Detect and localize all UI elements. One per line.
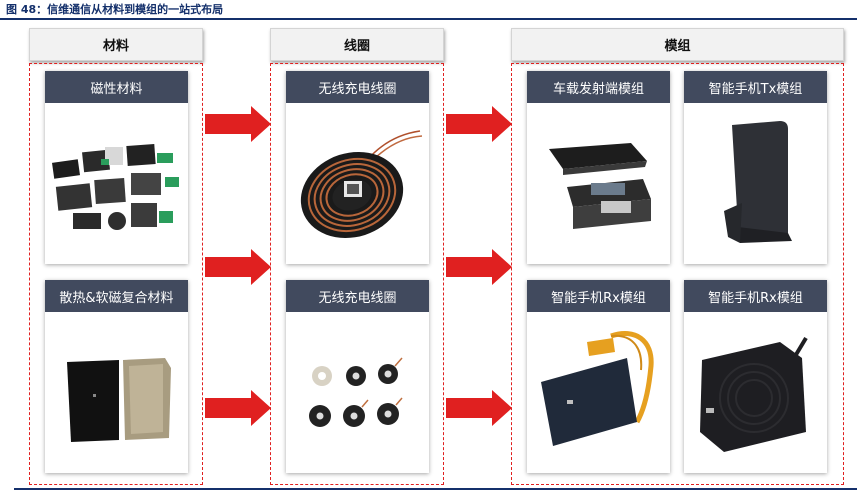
bottom-rule bbox=[14, 488, 857, 490]
card-vehicle-tx-module: 车载发射端模组 bbox=[527, 71, 670, 264]
vehicle-tx-module-image bbox=[527, 103, 670, 264]
card-label: 智能手机Rx模组 bbox=[527, 280, 670, 312]
header-modules: 模组 bbox=[511, 28, 844, 61]
arrow-materials-to-coils-bottom bbox=[205, 390, 271, 426]
arrow-coils-to-modules-bottom bbox=[446, 390, 512, 426]
card-magnetic-material: 磁性材料 bbox=[45, 71, 188, 264]
top-rule bbox=[0, 18, 857, 20]
card-label: 智能手机Rx模组 bbox=[684, 280, 827, 312]
arrow-coils-to-modules-top bbox=[446, 106, 512, 142]
arrow-coils-to-modules-middle bbox=[446, 249, 512, 285]
card-heat-soft-magnetic-material: 散热&软磁复合材料 bbox=[45, 280, 188, 473]
card-phone-rx-module-1: 智能手机Rx模组 bbox=[527, 280, 670, 473]
magnetic-sheets-image bbox=[45, 103, 188, 264]
card-wireless-coil-2: 无线充电线圈 bbox=[286, 280, 429, 473]
card-label: 磁性材料 bbox=[45, 71, 188, 103]
group-coils-border bbox=[270, 63, 444, 485]
figure-title: 图 48：信维通信从材料到模组的一站式布局 bbox=[6, 3, 224, 16]
group-modules-border bbox=[511, 63, 844, 485]
arrow-materials-to-coils-top bbox=[205, 106, 271, 142]
card-label: 车载发射端模组 bbox=[527, 71, 670, 103]
card-label: 无线充电线圈 bbox=[286, 71, 429, 103]
phone-tx-stand-image bbox=[684, 103, 827, 264]
card-label: 无线充电线圈 bbox=[286, 280, 429, 312]
card-wireless-coil-1: 无线充电线圈 bbox=[286, 71, 429, 264]
header-coils: 线圈 bbox=[270, 28, 444, 61]
group-materials-border bbox=[29, 63, 203, 485]
arrow-materials-to-coils-middle bbox=[205, 249, 271, 285]
composite-sheets-image bbox=[45, 312, 188, 473]
card-phone-tx-module: 智能手机Tx模组 bbox=[684, 71, 827, 264]
header-materials: 材料 bbox=[29, 28, 203, 61]
phone-rx-module-image-1 bbox=[527, 312, 670, 473]
card-label: 智能手机Tx模组 bbox=[684, 71, 827, 103]
card-label: 散热&软磁复合材料 bbox=[45, 280, 188, 312]
wireless-coil-image bbox=[286, 103, 429, 264]
small-coils-image bbox=[286, 312, 429, 473]
card-phone-rx-module-2: 智能手机Rx模组 bbox=[684, 280, 827, 473]
phone-rx-module-image-2 bbox=[684, 312, 827, 473]
